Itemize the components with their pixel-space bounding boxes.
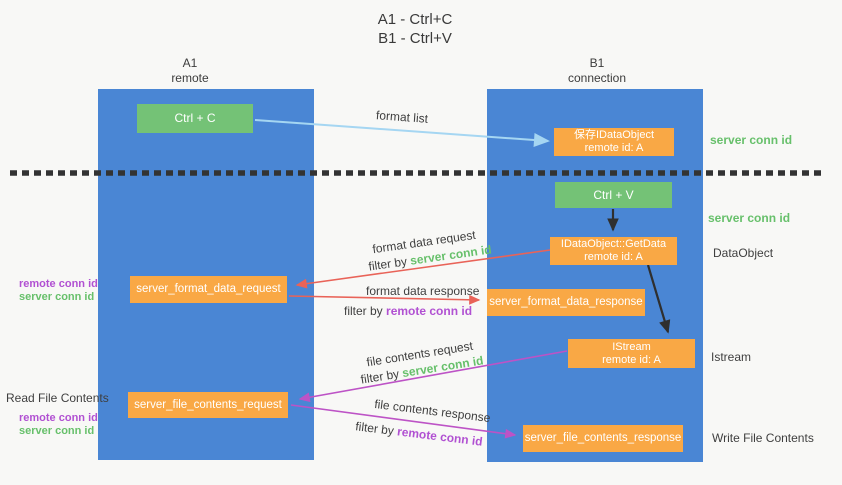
lane-b-subtitle: connection bbox=[567, 71, 627, 85]
diagram-title: A1 - Ctrl+C B1 - Ctrl+V bbox=[330, 10, 500, 48]
node-idataobject-getdata-line1: IDataObject::GetData bbox=[560, 238, 667, 250]
side-label-dataobject: DataObject bbox=[713, 246, 774, 260]
getdata-to-istream-arrow bbox=[646, 264, 671, 334]
lane-a-name: A1 bbox=[182, 56, 198, 70]
format-data-request-arrow bbox=[295, 249, 551, 289]
node-ctrl-v: Ctrl + V bbox=[555, 182, 672, 208]
title-line-1: A1 - Ctrl+C bbox=[377, 11, 453, 28]
node-server-file-contents-response: server_file_contents_response bbox=[523, 425, 683, 452]
edge-label-format-data-response: format data response bbox=[366, 284, 480, 298]
node-idataobject-getdata: IDataObject::GetData remote id: A bbox=[550, 237, 677, 265]
edge-label-filter-by-remote-conn-id-1: filter by remote conn id bbox=[344, 304, 472, 318]
node-save-idataobject-line2: remote id: A bbox=[584, 142, 644, 154]
lane-b-header: B1 connection bbox=[537, 56, 657, 86]
side-label-read-file-contents: Read File Contents bbox=[6, 391, 109, 405]
lane-a-header: A1 remote bbox=[130, 56, 250, 86]
side-label-server-conn-id-mid: server conn id bbox=[708, 211, 791, 225]
left-conn-id-pair-format: remote conn id server conn id bbox=[19, 278, 98, 303]
file-contents-request-arrow bbox=[298, 350, 568, 403]
side-label-istream: Istream bbox=[711, 350, 752, 364]
node-ctrl-c: Ctrl + C bbox=[137, 104, 253, 133]
server-conn-id-label: server conn id bbox=[19, 424, 95, 437]
title-line-2: B1 - Ctrl+V bbox=[378, 30, 452, 47]
node-save-idataobject: 保存IDataObject remote id: A bbox=[554, 128, 674, 156]
lane-b-name: B1 bbox=[589, 56, 605, 70]
node-istream: IStream remote id: A bbox=[568, 339, 695, 368]
node-server-file-contents-request: server_file_contents_request bbox=[128, 392, 288, 418]
node-istream-line2: remote id: A bbox=[602, 354, 661, 366]
node-idataobject-getdata-line2: remote id: A bbox=[584, 251, 643, 263]
remote-conn-id-text: remote conn id bbox=[386, 304, 473, 318]
lane-a-subtitle: remote bbox=[171, 71, 209, 85]
format-data-response-arrow bbox=[288, 294, 481, 305]
left-conn-id-pair-file: remote conn id server conn id bbox=[19, 412, 98, 437]
node-server-format-data-response: server_format_data_response bbox=[487, 289, 645, 316]
server-conn-id-label: server conn id bbox=[19, 290, 95, 303]
node-istream-line1: IStream bbox=[612, 341, 651, 353]
file-contents-response-arrow bbox=[290, 404, 517, 439]
side-label-server-conn-id-top: server conn id bbox=[710, 133, 793, 147]
remote-conn-id-label: remote conn id bbox=[19, 278, 98, 290]
node-server-format-data-request: server_format_data_request bbox=[130, 276, 287, 303]
remote-conn-id-label: remote conn id bbox=[19, 412, 98, 424]
node-save-idataobject-line1: 保存IDataObject bbox=[573, 129, 655, 141]
side-label-write-file-contents: Write File Contents bbox=[712, 431, 814, 445]
format-list-arrow bbox=[254, 119, 550, 147]
filter-by-text: filter by bbox=[344, 304, 383, 318]
